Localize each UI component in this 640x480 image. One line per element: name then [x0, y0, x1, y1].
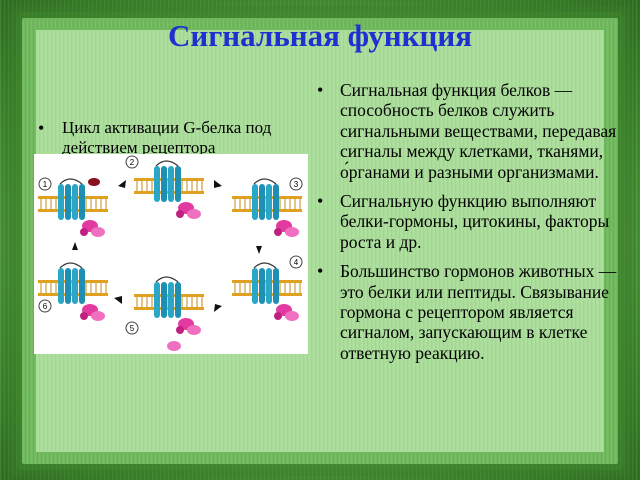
arrow-1-2-icon: [118, 180, 126, 188]
arrow-6-1-icon: [72, 242, 78, 250]
step-label-4: 4: [294, 258, 299, 267]
cycle-step-6: [37, 262, 109, 321]
cycle-step-1: [37, 178, 109, 237]
step-badge-6: [38, 299, 52, 313]
arrow-3-4-icon: [256, 246, 262, 254]
step-badge-3: [289, 177, 303, 191]
cycle-step-4: [231, 262, 303, 321]
released-subunit: [167, 341, 181, 351]
right-bullet-3: Большинство гормонов животных — это белк…: [314, 261, 624, 363]
cycle-step-5: [133, 276, 205, 335]
cycle-arrows: [72, 180, 262, 312]
slide-title: Сигнальная функция: [167, 18, 473, 53]
arrow-4-5-icon: [214, 304, 222, 312]
arrow-2-3-icon: [214, 180, 222, 188]
step-badge-1: [38, 177, 52, 191]
step-badge-2: [125, 155, 139, 169]
g-protein-cycle-figure: 1 2 3 4 5 6: [34, 154, 308, 354]
step-label-5: 5: [130, 324, 135, 333]
step-badge-5: [125, 321, 139, 335]
arrow-5-6-icon: [114, 296, 122, 304]
hormone-molecule: [88, 178, 100, 186]
right-bullet-list: Сигнальная функция белков — способность …: [314, 80, 624, 372]
step-label-2: 2: [130, 158, 135, 167]
right-bullet-2: Сигнальную функцию выполняют белки-гормо…: [314, 191, 624, 252]
left-bullet-1: Цикл активации G-белка под действием рец…: [36, 118, 306, 158]
step-label-1: 1: [43, 180, 48, 189]
step-badge-4: [289, 255, 303, 269]
cycle-step-2: [133, 160, 205, 219]
step-label-6: 6: [43, 302, 48, 311]
left-bullet-list: Цикл активации G-белка под действием рец…: [36, 118, 306, 158]
step-label-3: 3: [294, 180, 299, 189]
right-bullet-1: Сигнальная функция белков — способность …: [314, 80, 624, 182]
